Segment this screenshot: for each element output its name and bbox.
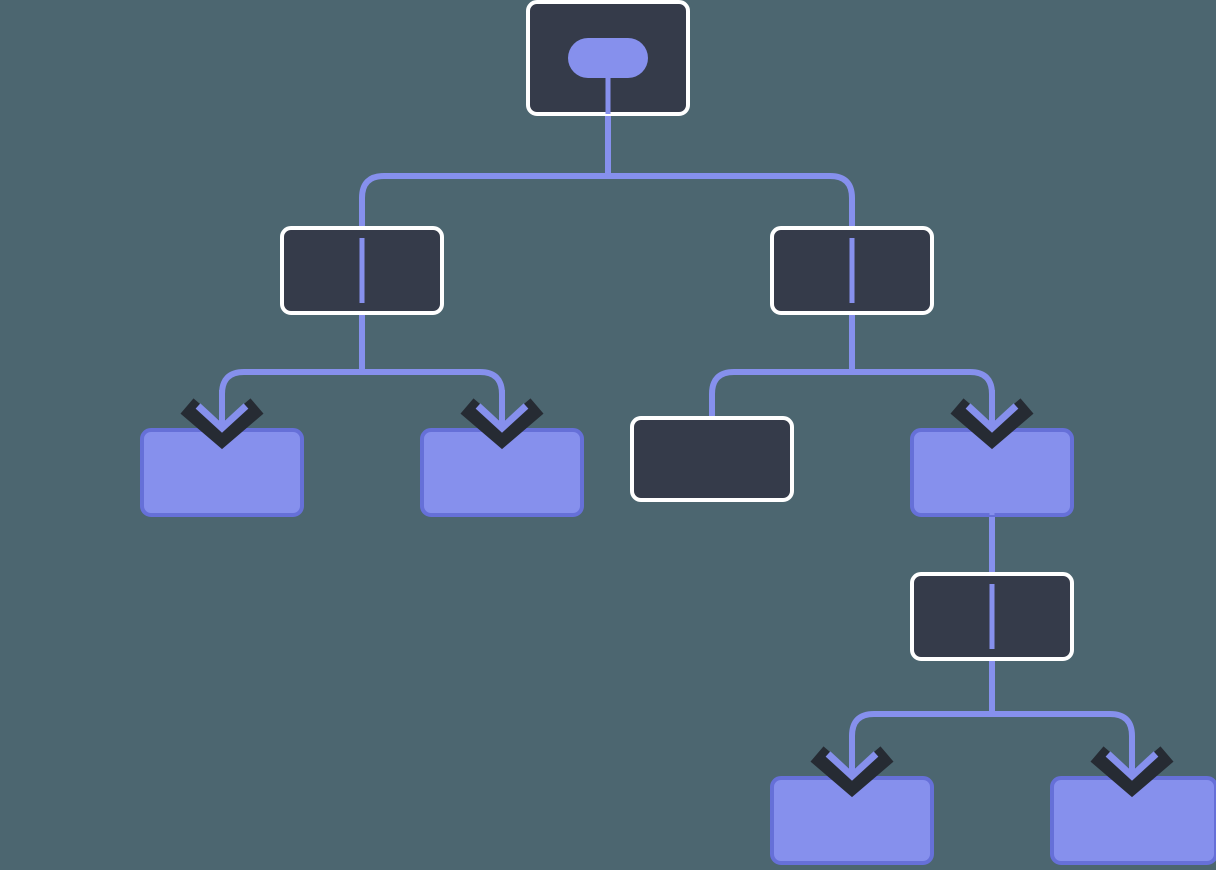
arrow-into-branch-node-purple [950,390,1034,450]
arrow-layer [180,390,1174,798]
edge-lower-branch-to-leaves-branch-left [849,711,992,776]
arrow-into-leaf-node-2 [460,390,544,450]
arrow-into-leaf-node-1-shadow [180,398,264,450]
connector-layer [219,112,1135,776]
edge-right-branch-to-children-branch-left [709,369,852,416]
edge-root-to-level1-branch-left [359,173,608,226]
arrow-into-leaf-node-3 [810,738,894,798]
arrow-into-leaf-node-4-shadow [1090,746,1174,798]
arrow-into-branch-node-purple-shadow [950,398,1034,450]
arrow-into-leaf-node-3-shadow [810,746,894,798]
root-node-badge[interactable] [568,38,648,78]
arrow-into-leaf-node-1 [180,390,264,450]
arrow-into-leaf-node-4 [1090,738,1174,798]
edge-root-to-level1-branch-right [608,173,855,226]
edge-lower-branch-to-leaves-branch-right [992,711,1135,776]
arrow-into-leaf-node-2-shadow [460,398,544,450]
terminal-node-dark[interactable] [630,416,794,502]
connector-inner-layer [359,76,995,649]
